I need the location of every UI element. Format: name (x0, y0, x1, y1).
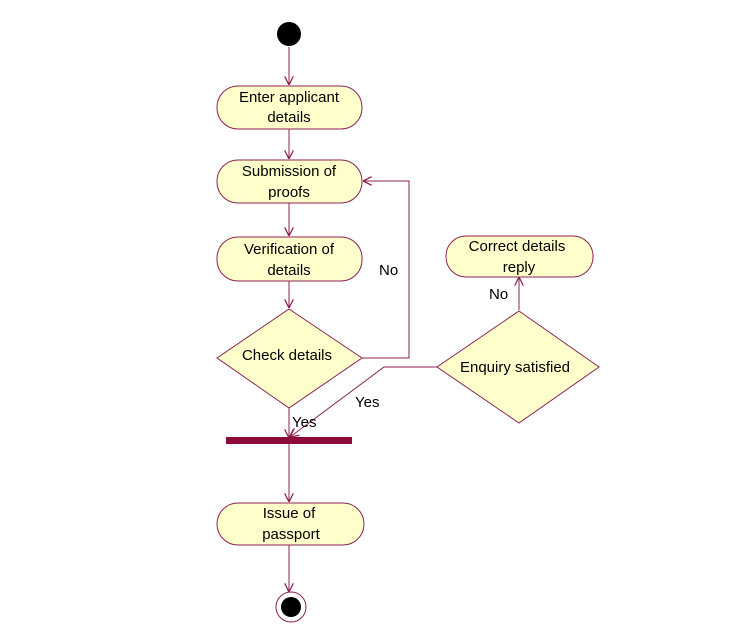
action-label-line2: reply (503, 259, 536, 276)
initial-node (277, 22, 301, 46)
label-enquiry-yes: Yes (355, 394, 379, 411)
decision-enquiry-satisfied: Enquiry satisfied (436, 310, 600, 424)
label-check-no: No (379, 262, 398, 279)
action-label-line2: details (267, 262, 310, 279)
action-label-line1: Submission of (242, 163, 337, 180)
action-label-line1: Enter applicant (239, 89, 340, 106)
action-issue-of-passport: Issue of passport (216, 502, 365, 546)
action-submission-of-proofs: Submission of proofs (216, 159, 363, 204)
decision-label: Enquiry satisfied (460, 359, 570, 376)
final-node (275, 591, 307, 623)
action-label-line1: Issue of (263, 505, 316, 522)
action-label-line2: passport (262, 526, 320, 543)
decision-label: Check details (242, 347, 332, 364)
action-label-line1: Verification of (244, 241, 335, 258)
action-label-line2: details (267, 109, 310, 126)
decision-check-details: Check details (216, 308, 363, 409)
edge-enquiry-yes-to-fork (290, 366, 437, 437)
label-check-yes: Yes (292, 414, 316, 431)
action-label-line1: Correct details (469, 238, 566, 255)
action-verification-of-details: Verification of details (216, 236, 363, 282)
action-correct-details-reply: Correct details reply (445, 235, 594, 278)
action-enter-applicant-details: Enter applicant details (216, 85, 363, 130)
join-bar (226, 437, 352, 444)
label-enquiry-no: No (489, 286, 508, 303)
edge-check-no-loop (362, 181, 410, 359)
action-label-line2: proofs (268, 184, 310, 201)
edges (289, 47, 519, 592)
